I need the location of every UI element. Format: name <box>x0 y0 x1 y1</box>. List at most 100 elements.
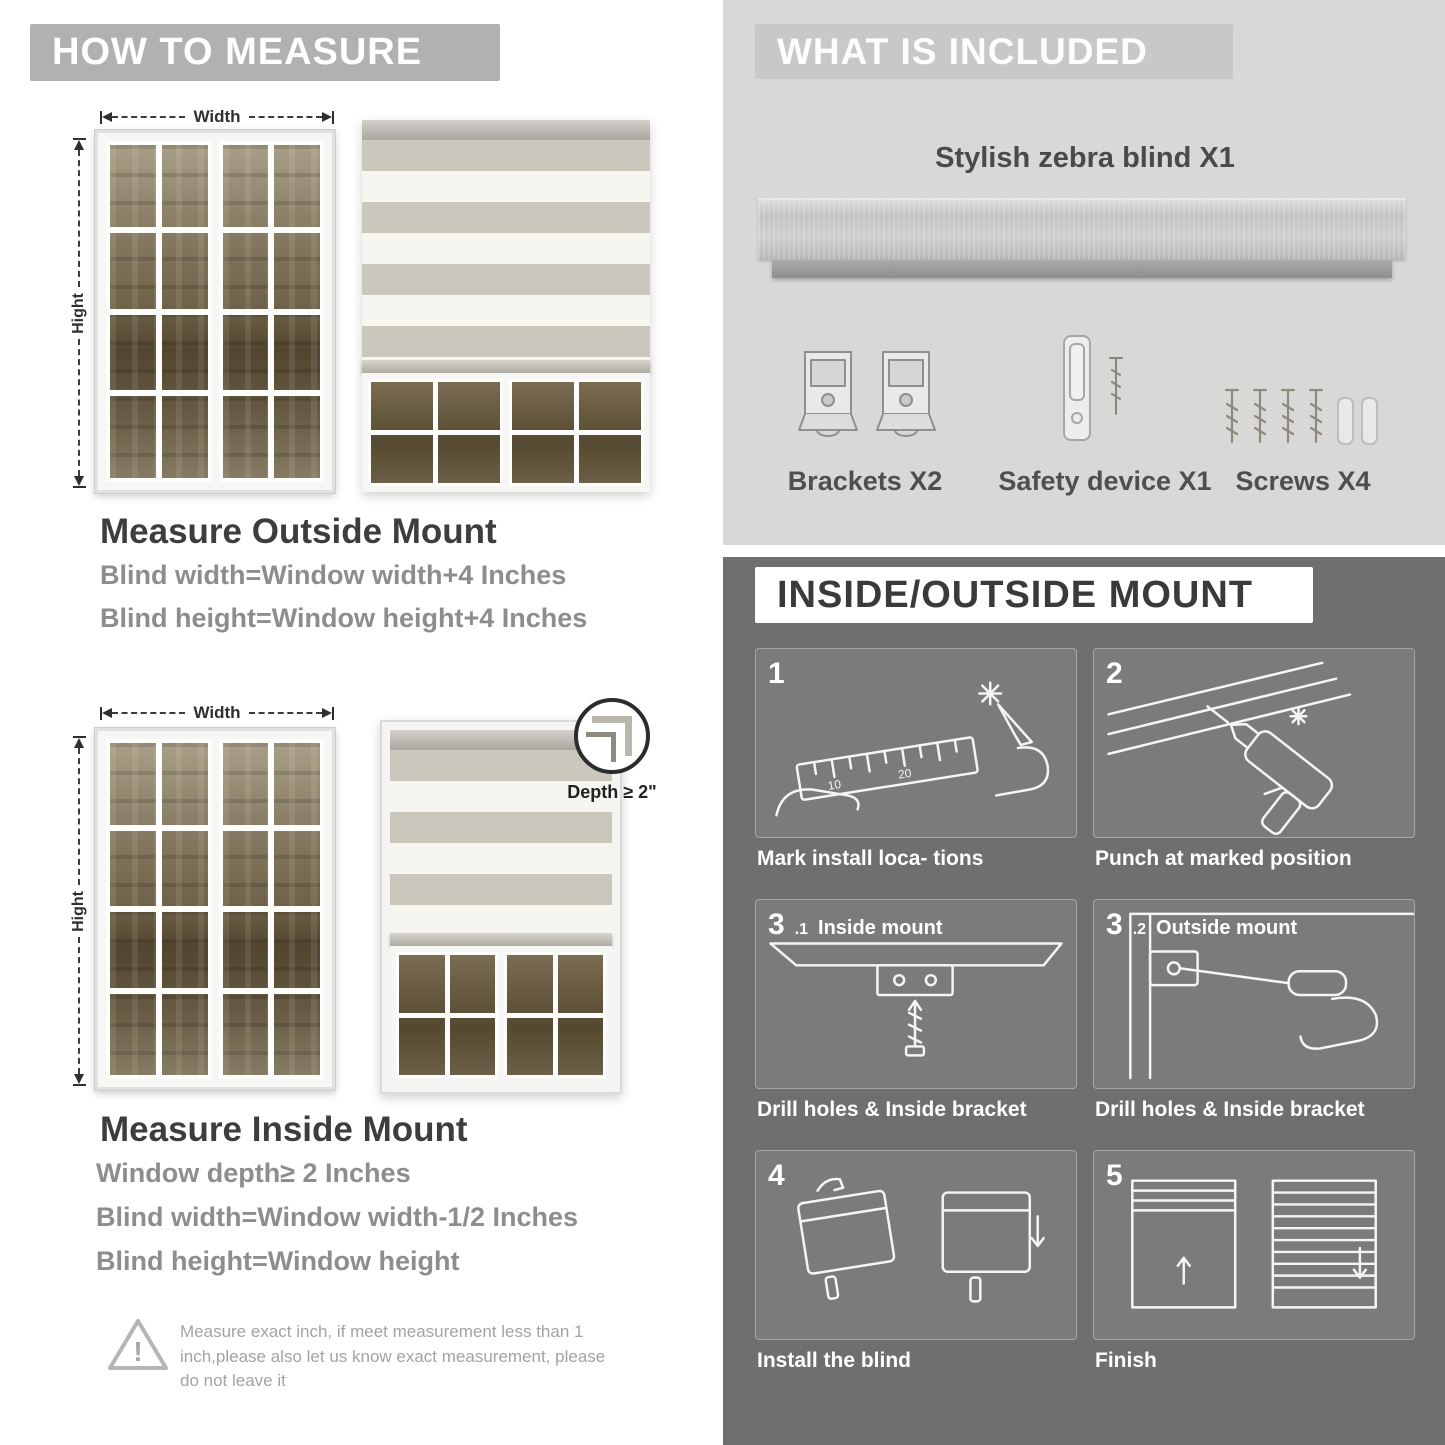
arrow-dash <box>248 116 322 118</box>
arrow-dash <box>78 339 80 476</box>
what-is-included-header: WHAT IS INCLUDED <box>755 24 1233 79</box>
outside-bracket-icon <box>1129 912 1414 1080</box>
safety-device-icons <box>1058 332 1128 452</box>
arrow-end-tick <box>72 138 86 140</box>
outside-mount-line-2: Blind height=Window height+4 Inches <box>100 603 588 633</box>
step-4: 4 I <box>755 1150 1077 1387</box>
window-sash <box>504 952 606 1078</box>
screws-icons <box>1218 382 1388 460</box>
arrowhead-down-icon <box>74 476 84 486</box>
arrowhead-up-icon <box>74 738 84 748</box>
step-2-illustration: 2 <box>1093 648 1415 838</box>
height-arrow: Hight <box>70 138 88 488</box>
step-number: 5 <box>1106 1159 1123 1192</box>
safety-device-icon <box>1063 335 1123 441</box>
step-3-2-caption: Drill holes & Inside bracket <box>1095 1098 1365 1121</box>
arrow-end-tick <box>100 110 102 124</box>
step-3-1: 3 .1 Inside mount Drill holes & Inside b… <box>755 899 1077 1136</box>
step-1-caption: Mark install loca- tions <box>757 847 984 870</box>
arrow-end-tick <box>332 110 334 124</box>
blind-bottom-rail <box>362 360 650 373</box>
blind-cassette <box>362 120 650 140</box>
inside-mount-line-2: Blind width=Window width-1/2 Inches <box>96 1202 579 1232</box>
mount-steps-header: INSIDE/OUTSIDE MOUNT <box>755 567 1313 623</box>
height-label: Hight <box>70 890 87 932</box>
arrow-dash <box>248 712 322 714</box>
depth-callout-circle <box>574 698 650 774</box>
mount-steps-grid: 1 10 20 Mark insta <box>755 648 1415 1387</box>
arrowhead-right-icon <box>322 112 332 122</box>
window-sash <box>106 739 212 1079</box>
window-corner-icon <box>586 716 632 762</box>
arrow-dash <box>112 712 186 714</box>
zebra-blind-diagram-inside <box>380 720 622 1094</box>
step-subnumber: .2 <box>1132 921 1147 938</box>
warning-triangle-icon: ! <box>106 1316 170 1376</box>
width-arrow: Width <box>100 703 334 722</box>
blind-cassette <box>390 730 612 750</box>
arrowhead-right-icon <box>322 708 332 718</box>
window-sash <box>396 952 498 1078</box>
blind-stripes <box>390 750 612 933</box>
brackets-label: Brackets X2 <box>787 466 943 496</box>
step-number: 3 <box>768 908 785 941</box>
arrowhead-left-icon <box>102 112 112 122</box>
outside-mount-line-1: Blind width=Window width+4 Inches <box>100 560 567 590</box>
step-4-caption: Install the blind <box>757 1349 912 1372</box>
inside-mount-line-3: Blind height=Window height <box>96 1246 460 1276</box>
arrowhead-left-icon <box>102 708 112 718</box>
svg-text:!: ! <box>133 1336 142 1367</box>
step-4-illustration: 4 <box>755 1150 1077 1340</box>
arrow-end-tick <box>72 736 86 738</box>
arrow-end-tick <box>332 706 334 720</box>
arrow-end-tick <box>100 706 102 720</box>
height-label: Hight <box>70 292 87 334</box>
arrowhead-down-icon <box>74 1074 84 1084</box>
width-label: Width <box>193 703 241 722</box>
window-sash <box>106 141 212 482</box>
warning-note: Measure exact inch, if meet measurement … <box>180 1322 606 1391</box>
finish-icon <box>1131 1179 1377 1309</box>
window-sash <box>368 379 503 486</box>
svg-text:20: 20 <box>897 766 913 782</box>
arrow-dash <box>78 748 80 885</box>
zebra-blind-label: Stylish zebra blind X1 <box>935 142 1235 174</box>
step-number: 2 <box>1106 657 1123 690</box>
window-sash <box>509 379 644 486</box>
cassette-valance-lip <box>772 260 1392 278</box>
step-1: 1 10 20 Mark insta <box>755 648 1077 885</box>
arrow-end-tick <box>72 1084 86 1086</box>
drill-icon <box>1107 661 1352 835</box>
blind-bottom-rail <box>390 933 612 946</box>
step-title: Inside mount <box>818 917 943 939</box>
bracket-icon <box>876 351 936 437</box>
arrow-dash <box>112 116 186 118</box>
window-sash <box>218 739 324 1079</box>
screws-label: Screws X4 <box>1235 466 1371 496</box>
safety-device-label: Safety device X1 <box>998 466 1212 496</box>
svg-text:10: 10 <box>827 777 843 793</box>
how-to-measure-header: HOW TO MEASURE <box>30 24 500 81</box>
depth-callout-label: Depth ≥ 2" <box>567 782 657 802</box>
width-arrow: Width <box>100 107 334 126</box>
window-photo-inside <box>95 728 335 1090</box>
window-photo-outside <box>95 130 335 493</box>
step-3-2: 3 .2 Outside mount Drill holes & Inside … <box>1093 899 1415 1136</box>
width-label: Width <box>193 107 241 126</box>
step-number: 4 <box>768 1159 785 1192</box>
cassette-headrail <box>758 198 1406 260</box>
zebra-blind-cassette-image <box>758 198 1406 278</box>
window-below-blind <box>362 373 650 492</box>
inside-bracket-icon <box>769 942 1063 1057</box>
zebra-blind-diagram-outside <box>362 120 650 492</box>
window-sash <box>218 141 324 482</box>
height-arrow: Hight <box>70 736 88 1086</box>
step-title: Outside mount <box>1156 917 1298 939</box>
ruler-hand-icon: 10 20 <box>775 681 1050 817</box>
step-5-illustration: 5 <box>1093 1150 1415 1340</box>
step-3-1-caption: Drill holes & Inside bracket <box>757 1098 1027 1121</box>
arrow-dash <box>78 937 80 1074</box>
step-1-illustration: 1 10 20 <box>755 648 1077 838</box>
step-5: 5 Finish <box>1093 1150 1415 1387</box>
step-2-caption: Punch at marked position <box>1095 847 1352 870</box>
